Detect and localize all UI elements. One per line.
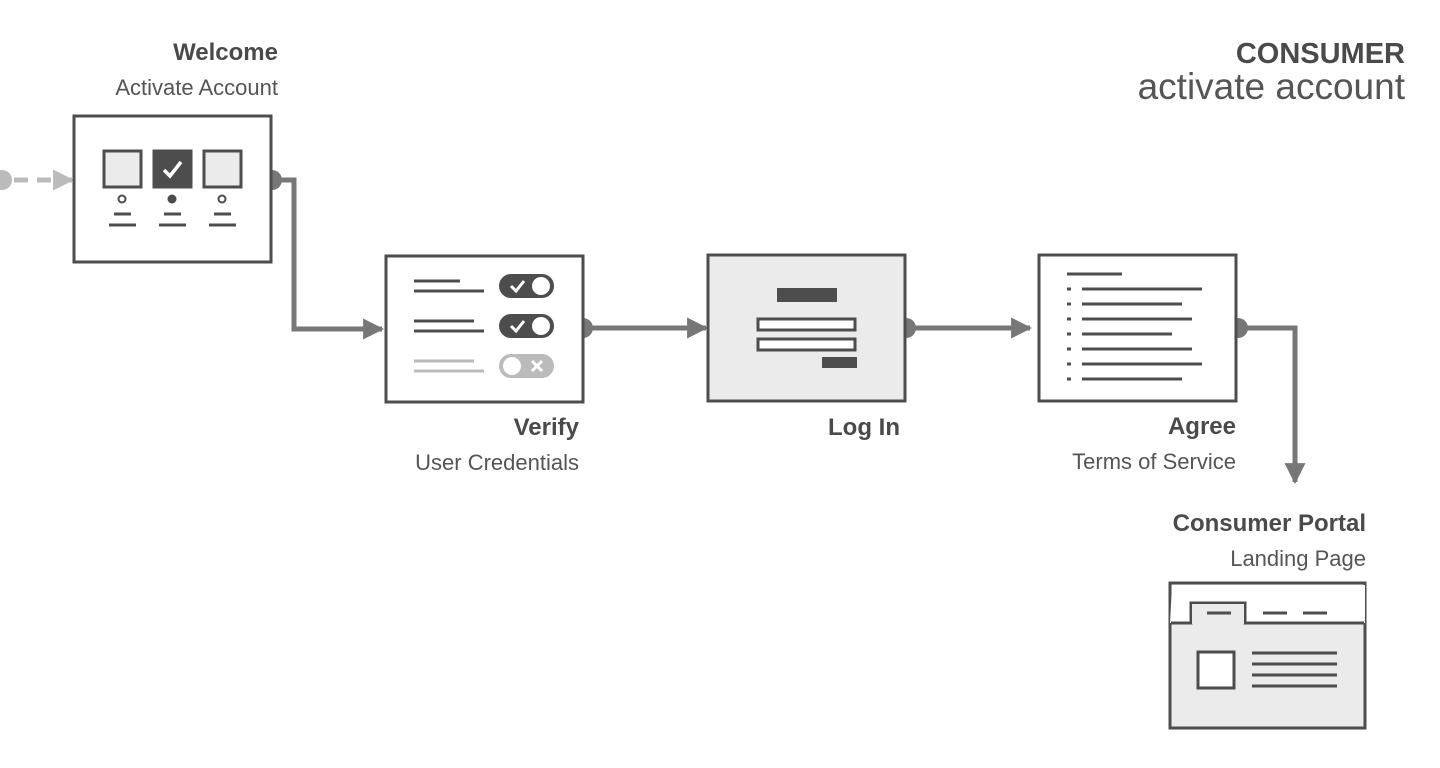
portal-subtitle: Landing Page <box>1230 546 1366 571</box>
verify-title: Verify <box>513 414 579 441</box>
connector-login-agree <box>896 317 1033 339</box>
connector-verify-login <box>573 317 709 339</box>
verify-box <box>384 254 585 404</box>
portal-title: Consumer Portal <box>1172 510 1366 537</box>
agree-subtitle: Terms of Service <box>1072 449 1236 474</box>
agree-title: Agree <box>1167 413 1236 440</box>
entry-connector <box>0 169 75 191</box>
login-box <box>706 253 907 403</box>
x-icon <box>530 359 544 373</box>
welcome-title: Welcome <box>173 39 278 66</box>
verify-subtitle: User Credentials <box>415 450 579 475</box>
check-icon <box>162 160 183 179</box>
connector-welcome-verify <box>262 170 385 340</box>
check-icon <box>509 280 526 294</box>
welcome-box <box>72 114 273 264</box>
welcome-subtitle: Activate Account <box>115 75 278 100</box>
agree-box <box>1037 253 1238 403</box>
connector-agree-portal <box>1228 318 1306 485</box>
header-title: CONSUMER <box>1235 38 1405 70</box>
header-subtitle: activate account <box>1137 66 1405 107</box>
portal-box <box>1168 581 1367 730</box>
option-card-icon <box>102 149 143 189</box>
check-icon <box>509 320 526 334</box>
option-card-icon <box>202 149 243 189</box>
login-title: Log In <box>828 414 900 441</box>
option-card-selected-icon <box>152 149 193 189</box>
